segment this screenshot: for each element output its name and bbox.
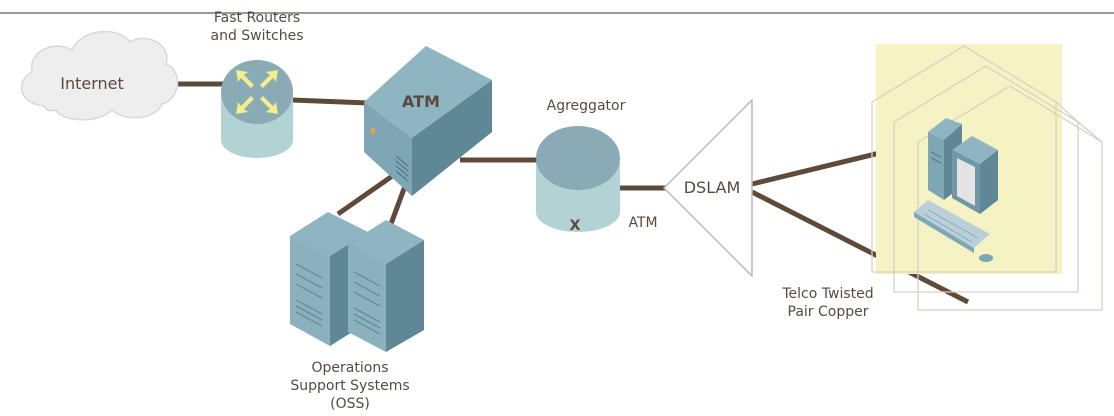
atm-link-label: ATM bbox=[628, 215, 657, 231]
atm-front-face bbox=[364, 102, 412, 196]
link-router-atm bbox=[291, 97, 369, 106]
dslam-triangle bbox=[662, 98, 753, 278]
atm-switch: ATM bbox=[364, 46, 492, 196]
atm-switch-label: ATM bbox=[402, 92, 440, 111]
oss-server-2 bbox=[348, 220, 424, 352]
aggregator-cylinder-top bbox=[536, 126, 620, 190]
fast-router: Fast Routers and Switches bbox=[211, 10, 304, 158]
cloud-shape bbox=[20, 30, 179, 121]
aggregator-label: Agreggator bbox=[547, 98, 626, 114]
link-atm-oss-1 bbox=[336, 169, 400, 217]
aggregator: X Agreggator ATM bbox=[536, 98, 658, 234]
house-outlines bbox=[871, 45, 1103, 311]
router-cylinder-top bbox=[221, 60, 293, 124]
oss-label-line2: Support Systems bbox=[290, 378, 409, 394]
house-outline-3 bbox=[917, 85, 1103, 311]
dslam: DSLAM bbox=[662, 98, 753, 278]
atm-side-face bbox=[412, 80, 492, 196]
router-arrows-icon bbox=[236, 70, 278, 114]
copper-label-line2: Pair Copper bbox=[788, 304, 869, 320]
internet-cloud: Internet bbox=[20, 30, 179, 121]
internet-label: Internet bbox=[60, 74, 124, 93]
atm-vent-lines bbox=[395, 155, 409, 182]
link-dslam-copper bbox=[750, 189, 970, 305]
home bbox=[871, 44, 1103, 311]
atm-top-face bbox=[364, 46, 492, 138]
router-label-line1: Fast Routers bbox=[214, 10, 300, 26]
copper-label-line1: Telco Twisted bbox=[781, 286, 873, 302]
oss-label-line3: (OSS) bbox=[330, 396, 370, 412]
dslam-label: DSLAM bbox=[684, 178, 741, 197]
aggregator-x-symbol: X bbox=[570, 218, 581, 234]
house-outline-1 bbox=[871, 45, 1057, 273]
computer-icon bbox=[914, 118, 998, 262]
router-label-line2: and Switches bbox=[211, 28, 304, 44]
oss-servers: Operations Support Systems (OSS) bbox=[290, 212, 424, 412]
oss-label-line1: Operations bbox=[312, 360, 389, 376]
house-outline-2 bbox=[893, 65, 1079, 293]
atm-status-led bbox=[371, 128, 375, 134]
